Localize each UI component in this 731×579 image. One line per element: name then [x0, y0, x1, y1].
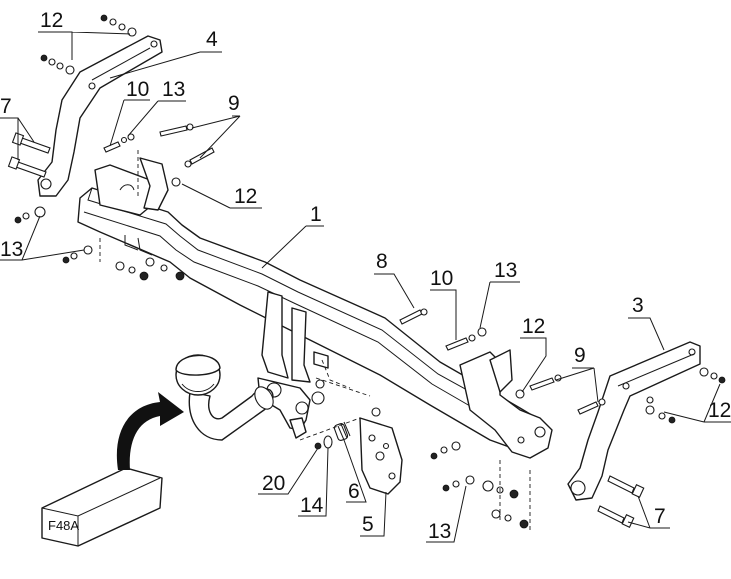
callout-7: 7 — [0, 95, 12, 118]
callout-5: 5 — [362, 513, 374, 536]
callout-6: 6 — [348, 480, 360, 503]
ball-mount — [175, 291, 371, 441]
callout-13: 13 — [428, 520, 451, 543]
callout-9: 9 — [574, 344, 586, 367]
callout-12: 12 — [522, 315, 545, 338]
arrow-icon — [116, 392, 184, 470]
callout-13: 13 — [162, 78, 185, 101]
callout-7: 7 — [654, 505, 666, 528]
left-side-bracket — [37, 35, 163, 197]
callout-8: 8 — [376, 250, 388, 273]
callout-1: 1 — [310, 203, 322, 226]
callout-10: 10 — [430, 267, 453, 290]
right-side-bracket — [567, 341, 701, 501]
callout-20: 20 — [262, 472, 285, 495]
kit-box-label: F48A — [48, 518, 79, 533]
callouts: 12 4 7 10 13 9 12 13 1 8 10 13 3 12 9 12 — [0, 9, 731, 543]
callout-12: 12 — [708, 399, 731, 422]
main-crossbar — [77, 157, 553, 459]
kit-box: F48A — [41, 392, 184, 547]
callout-3: 3 — [632, 294, 644, 317]
callout-10: 10 — [126, 78, 149, 101]
callout-9: 9 — [228, 92, 240, 115]
callout-14: 14 — [300, 494, 324, 517]
callout-4: 4 — [206, 28, 218, 51]
callout-13: 13 — [0, 238, 23, 261]
callout-13: 13 — [494, 259, 517, 282]
fasteners — [7, 14, 726, 530]
callout-12: 12 — [40, 9, 63, 32]
callout-12: 12 — [234, 185, 257, 208]
